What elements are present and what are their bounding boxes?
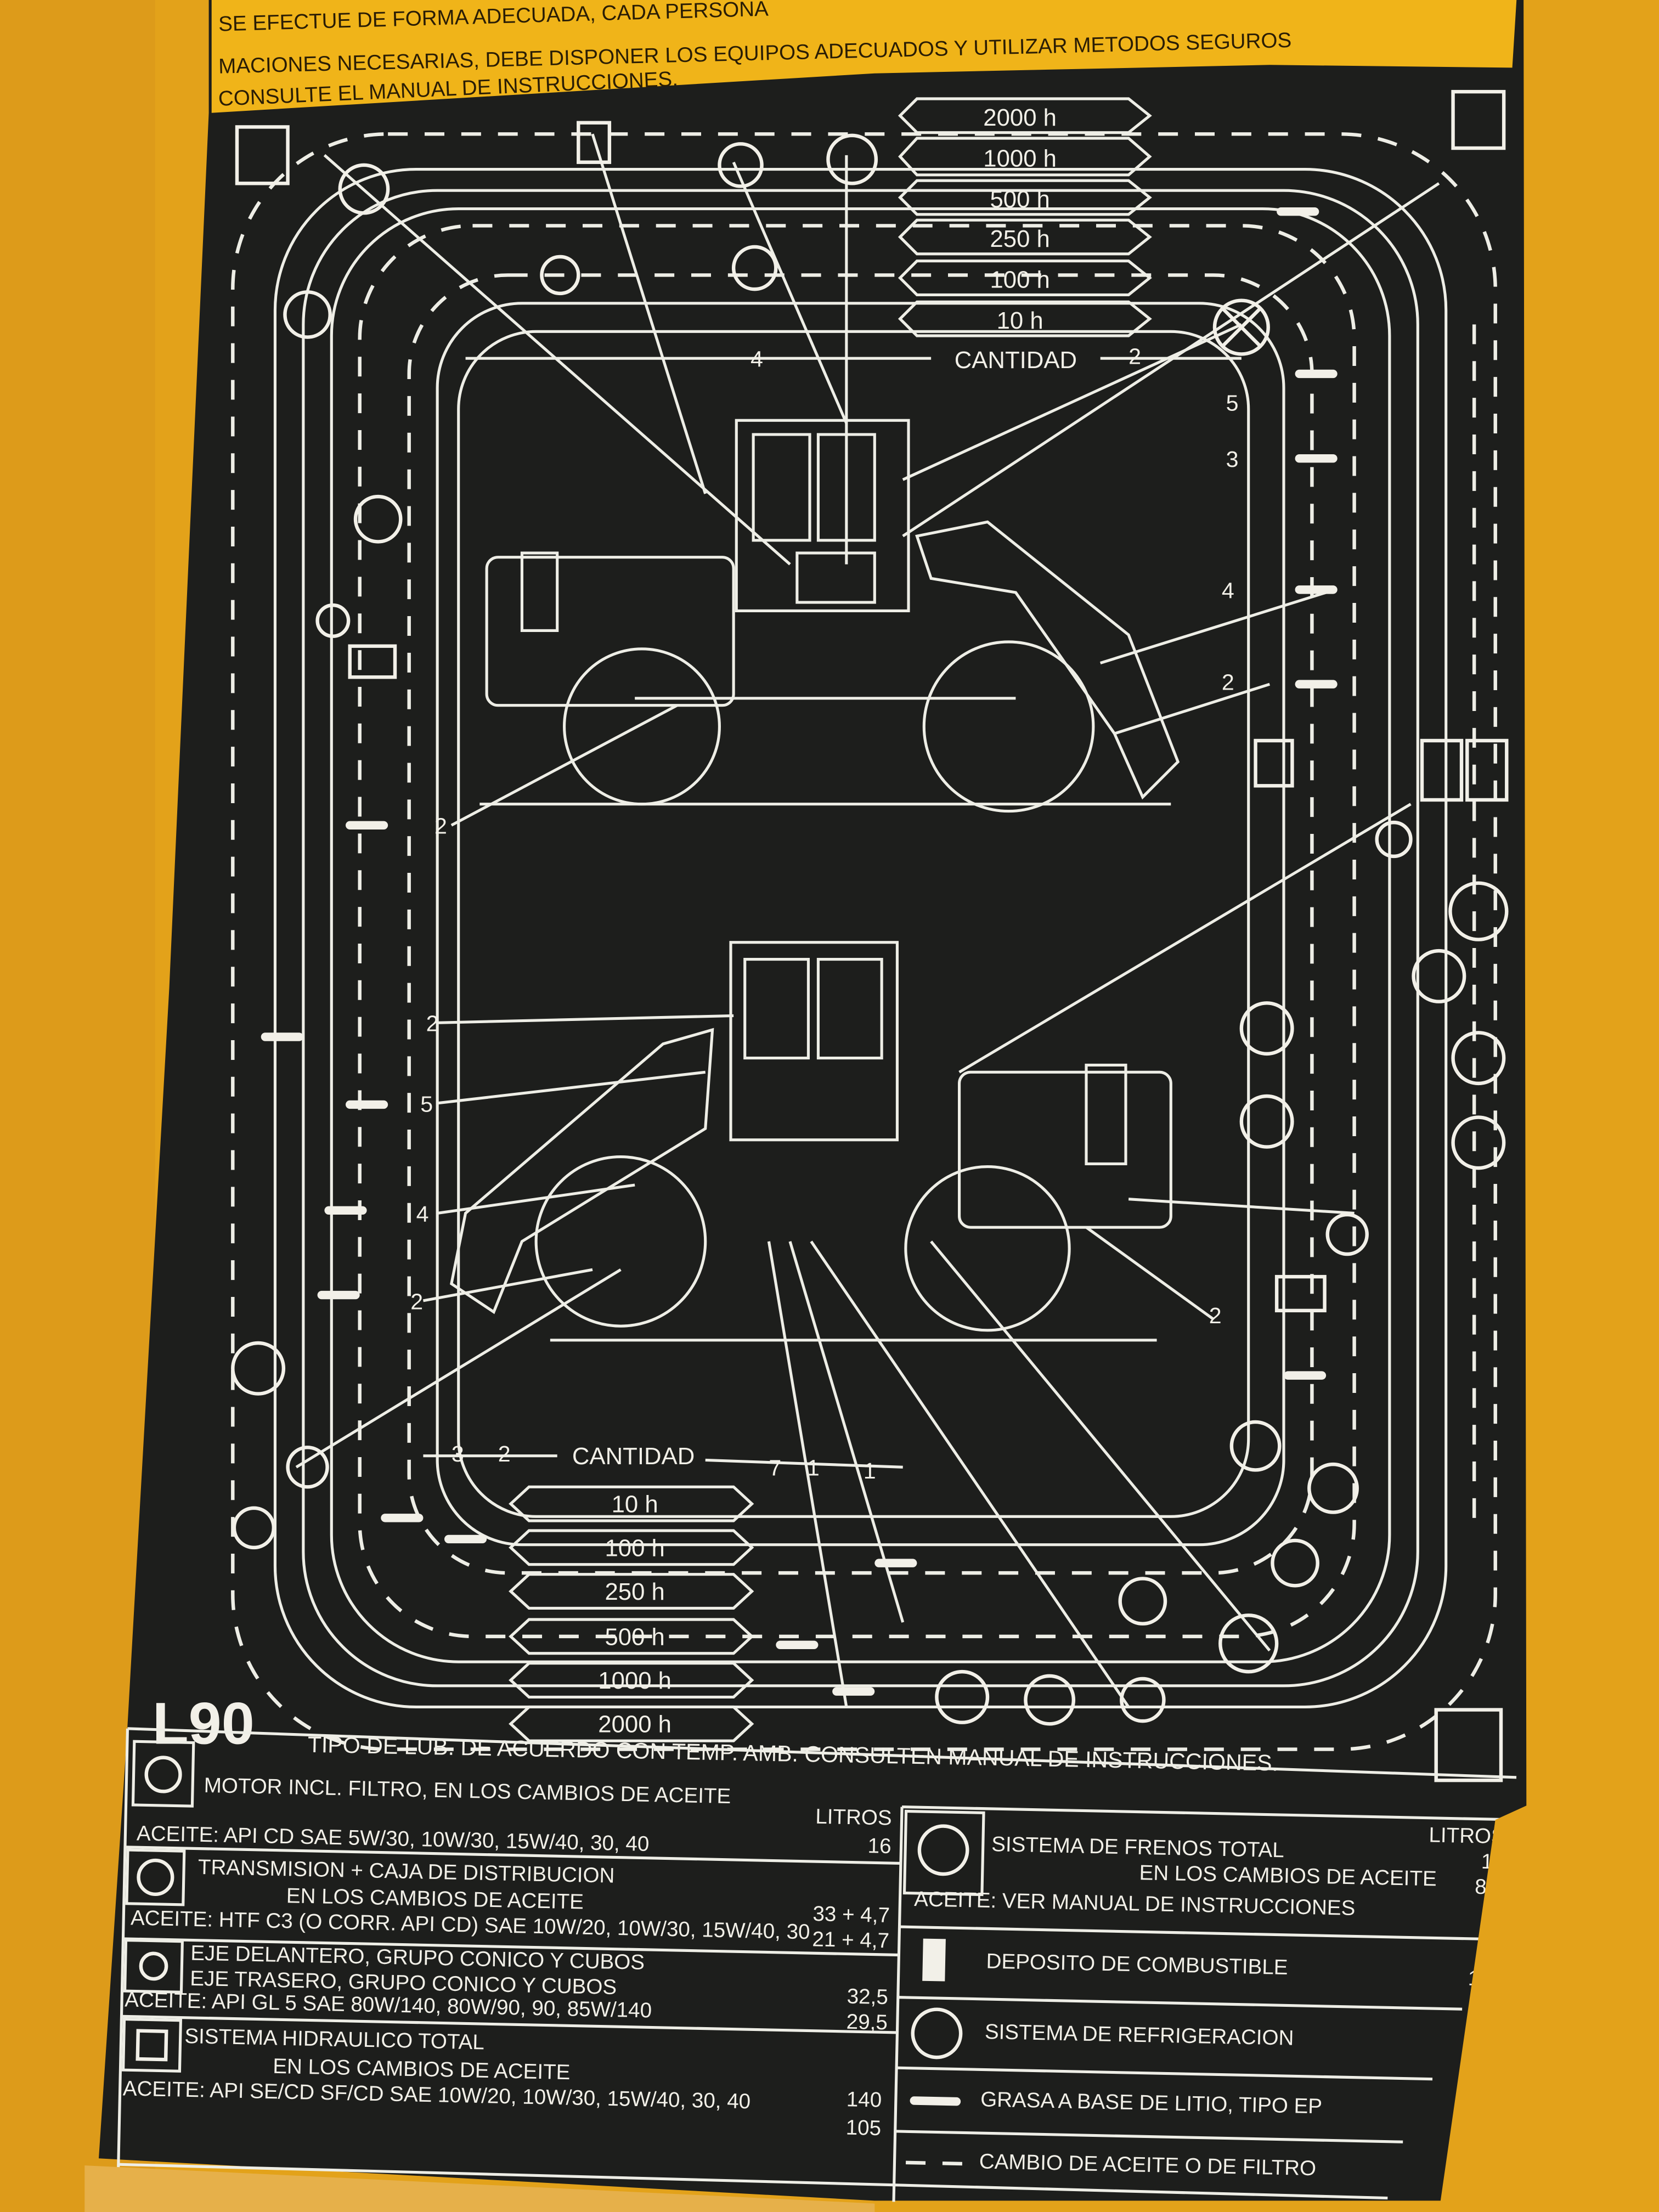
brake-fluid-icon <box>231 1341 286 1396</box>
qty: 5 <box>420 1091 433 1116</box>
hydraulic-filter-icon <box>338 163 390 215</box>
motor-value: 16 <box>867 1834 891 1858</box>
interval-2000h-bottom: 2000 h <box>598 1711 672 1738</box>
dashed-line-icon <box>906 2160 966 2166</box>
model-name: L90 <box>153 1690 255 1756</box>
qty: 2 <box>1128 343 1141 369</box>
hydraulic-filter-icon <box>1448 881 1509 941</box>
qty: 4 <box>751 347 763 372</box>
qty: 4 <box>416 1201 429 1227</box>
qty: 2 <box>1209 1303 1222 1328</box>
gear-oil-icon <box>731 245 778 291</box>
manual-reference-icon <box>1451 89 1506 150</box>
qty: 2 <box>410 1289 423 1314</box>
interval-10h-top: 10 h <box>997 307 1043 334</box>
interval-100h-bottom: 100 h <box>605 1534 664 1561</box>
qty: 3 <box>1226 447 1239 472</box>
interval-250h-bottom: 250 h <box>605 1578 664 1605</box>
fuel-icon <box>283 290 332 339</box>
litros-label-left: LITROS <box>815 1805 892 1830</box>
interval-500h-top: 500 h <box>990 186 1049 213</box>
manual-reference-icon <box>235 125 290 185</box>
qty: 2 <box>1222 669 1234 695</box>
hydraulic-tank-icon <box>1465 738 1509 802</box>
gear-icon <box>718 142 764 188</box>
qty: 5 <box>1226 390 1239 415</box>
gear-icon <box>540 255 580 296</box>
brake-fluid-icon <box>1451 1115 1506 1170</box>
hydraulic-tank-icon <box>1254 738 1294 788</box>
qty: 1 <box>807 1455 820 1481</box>
interval-500h-bottom: 500 h <box>605 1623 664 1650</box>
engine-oil-icon <box>1229 1420 1282 1472</box>
battery-icon <box>1274 1274 1327 1313</box>
filter-icon <box>826 133 878 185</box>
interval-100h-top: 100 h <box>990 267 1049 294</box>
diagram-icons <box>231 89 1509 1782</box>
qty: 3 <box>452 1441 464 1466</box>
transmission-value-2: 21 + 4,7 <box>812 1927 889 1953</box>
qty: 2 <box>426 1011 439 1036</box>
bottom-interval-ladder: CANTIDAD 10 h 100 h 250 h 500 h 1000 h 2… <box>423 1443 903 1742</box>
interval-1000h-bottom: 1000 h <box>598 1667 672 1694</box>
fuel-icon <box>353 494 403 544</box>
axle-value-2: 29,5 <box>846 2010 888 2035</box>
decal-plate <box>99 0 1527 2201</box>
lubrication-route-tracks <box>231 132 1497 1751</box>
grease-gun-icon <box>910 2096 961 2106</box>
engine-oil-icon <box>144 1756 182 1793</box>
battery-icon <box>348 644 397 679</box>
hydraulic-tank-icon <box>577 121 612 164</box>
interval-250h-top: 250 h <box>990 225 1049 252</box>
quantity-labels: 4 2 5 3 4 2 2 2 5 4 2 2 3 2 7 1 1 <box>410 343 1238 1483</box>
fuel-filter-icon <box>1307 1462 1359 1514</box>
coolant-icon <box>1239 1001 1294 1056</box>
warning-band <box>211 0 1517 113</box>
axle-icon <box>139 1951 168 1981</box>
brake-fluid-icon <box>1218 1613 1279 1674</box>
interval-10h-bottom: 10 h <box>612 1491 658 1518</box>
filter-icon <box>1412 949 1466 1003</box>
belt-icon <box>1325 1212 1369 1256</box>
hydraulic-value-1: 140 <box>846 2087 882 2112</box>
peeled-decal-edge <box>84 2165 875 2212</box>
interval-2000h-top: 2000 h <box>983 104 1057 131</box>
gear-icon <box>1024 1674 1076 1726</box>
brake-fluid-icon <box>917 1824 969 1876</box>
top-interval-ladder: 2000 h 1000 h 500 h 250 h 100 h 10 h CAN… <box>465 97 1242 374</box>
qty: 7 <box>769 1455 781 1481</box>
air-filter-icon <box>1212 298 1270 356</box>
hydraulic-value-2: 105 <box>845 2116 881 2140</box>
filter-icon <box>935 1669 990 1724</box>
axle-icon <box>286 1446 329 1489</box>
axle-icon <box>232 1506 276 1550</box>
engine-oil-icon <box>1271 1538 1319 1588</box>
hydraulic-tank-icon <box>1420 738 1464 802</box>
transmission-gear-icon <box>137 1858 174 1897</box>
axle-icon <box>1120 1677 1166 1723</box>
drain-icon <box>1375 820 1413 859</box>
backhoe-loader-lower-illustration <box>295 803 1412 1708</box>
manual-reference-icon <box>1434 1708 1503 1782</box>
qty: 2 <box>435 814 447 839</box>
qty: 4 <box>1222 578 1234 603</box>
machine-body-edge <box>1438 1791 1659 2212</box>
cantidad-top: CANTIDAD <box>955 347 1077 374</box>
transmission-value-1: 33 + 4,7 <box>812 1902 890 1927</box>
fuel-pump-icon <box>922 1938 946 1982</box>
coolant-icon <box>1451 1031 1506 1086</box>
grease-points <box>261 207 1338 1696</box>
interval-1000h-top: 1000 h <box>983 145 1057 172</box>
qty: 1 <box>864 1458 876 1483</box>
belt-icon <box>315 603 351 638</box>
backhoe-loader-upper-illustration <box>323 133 1440 827</box>
qty: 2 <box>498 1441 511 1466</box>
brake-fluid-icon <box>1239 1094 1294 1149</box>
coolant-icon <box>911 2007 963 2059</box>
axle-icon <box>1118 1577 1167 1626</box>
cantidad-bottom: CANTIDAD <box>572 1443 695 1470</box>
axle-value-1: 32,5 <box>847 1985 888 2010</box>
hydraulic-tank-icon <box>136 2029 168 2062</box>
